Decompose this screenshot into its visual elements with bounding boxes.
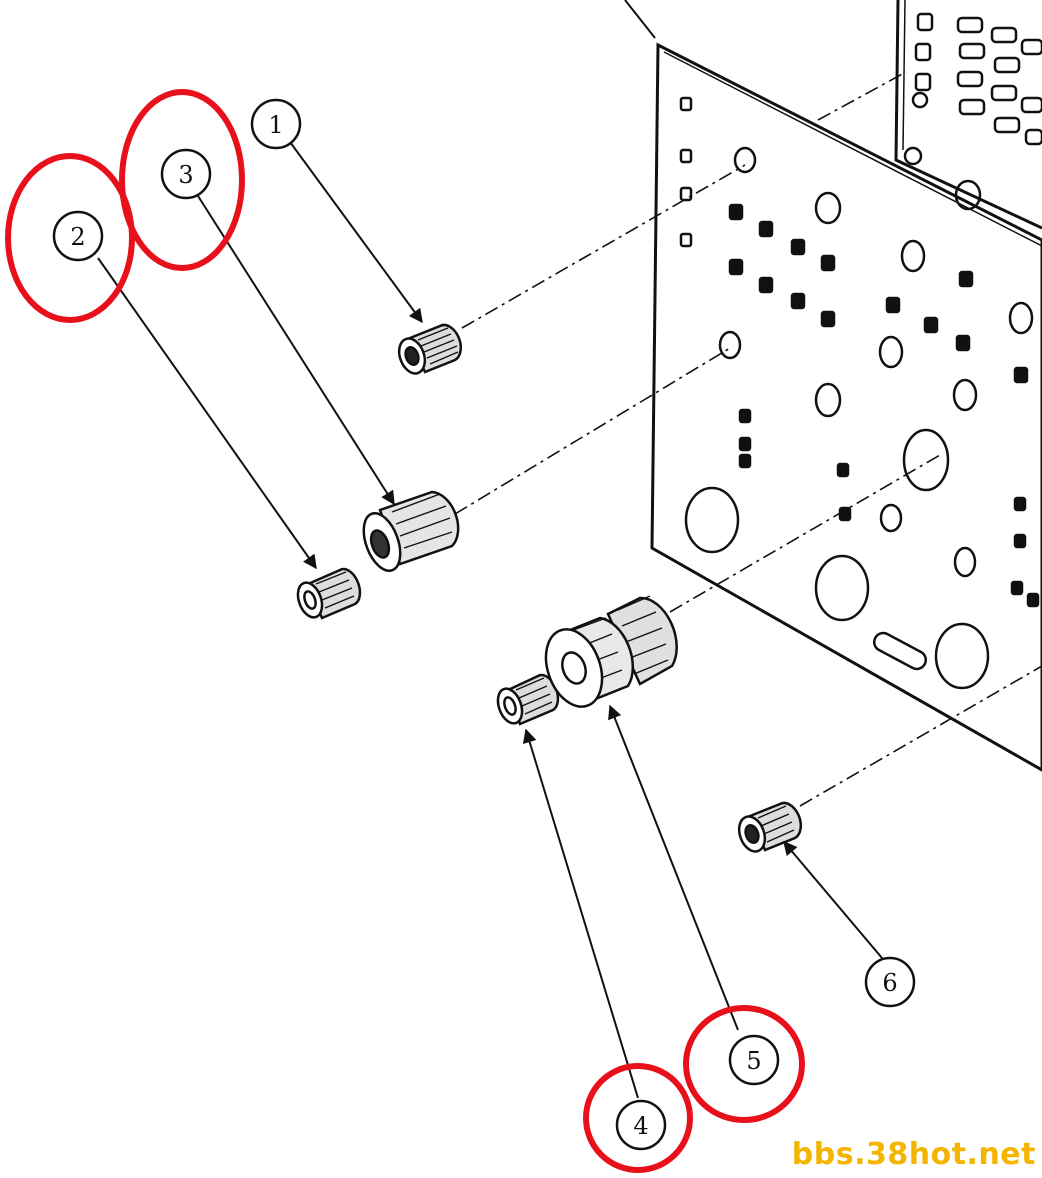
callout-5: 5 [683,1005,805,1123]
callout-4: 4 [583,1063,693,1173]
part-3-bushing [362,490,460,572]
leader-4 [522,728,639,1099]
part-5-knob [544,595,678,708]
leader-3 [197,195,395,506]
leader-lines [97,141,883,1099]
leader-2 [97,257,317,570]
part-6-knurled-sleeve [737,801,803,853]
part-1-knurled-sleeve [397,323,463,375]
callout-4-highlight [583,1063,693,1173]
callout-3-highlight [119,89,245,271]
callout-2-label: 2 [70,223,85,251]
part-4-small-sleeve [496,673,560,726]
alignment-lines [454,71,1042,807]
callout-6-label: 6 [882,969,897,997]
callout-6: 6 [864,956,916,1008]
callout-1: 1 [250,98,302,150]
back-panel-holes [903,12,1042,211]
callout-4-label: 4 [633,1112,648,1140]
leader-1 [289,141,423,324]
callout-3: 3 [119,89,245,271]
callout-5-label: 5 [746,1047,761,1075]
front-panel [624,0,1042,772]
callout-2-highlight [5,153,135,323]
callout-1-label: 1 [268,111,283,139]
part-2-small-sleeve [296,567,362,620]
watermark-text: bbs.38hot.net [791,1137,1036,1172]
callout-2: 2 [5,153,135,323]
callout-5-highlight [683,1005,805,1123]
callout-3-label: 3 [178,161,193,189]
leader-5 [608,704,739,1031]
front-panel-holes [679,96,1040,690]
leader-6 [783,840,883,959]
